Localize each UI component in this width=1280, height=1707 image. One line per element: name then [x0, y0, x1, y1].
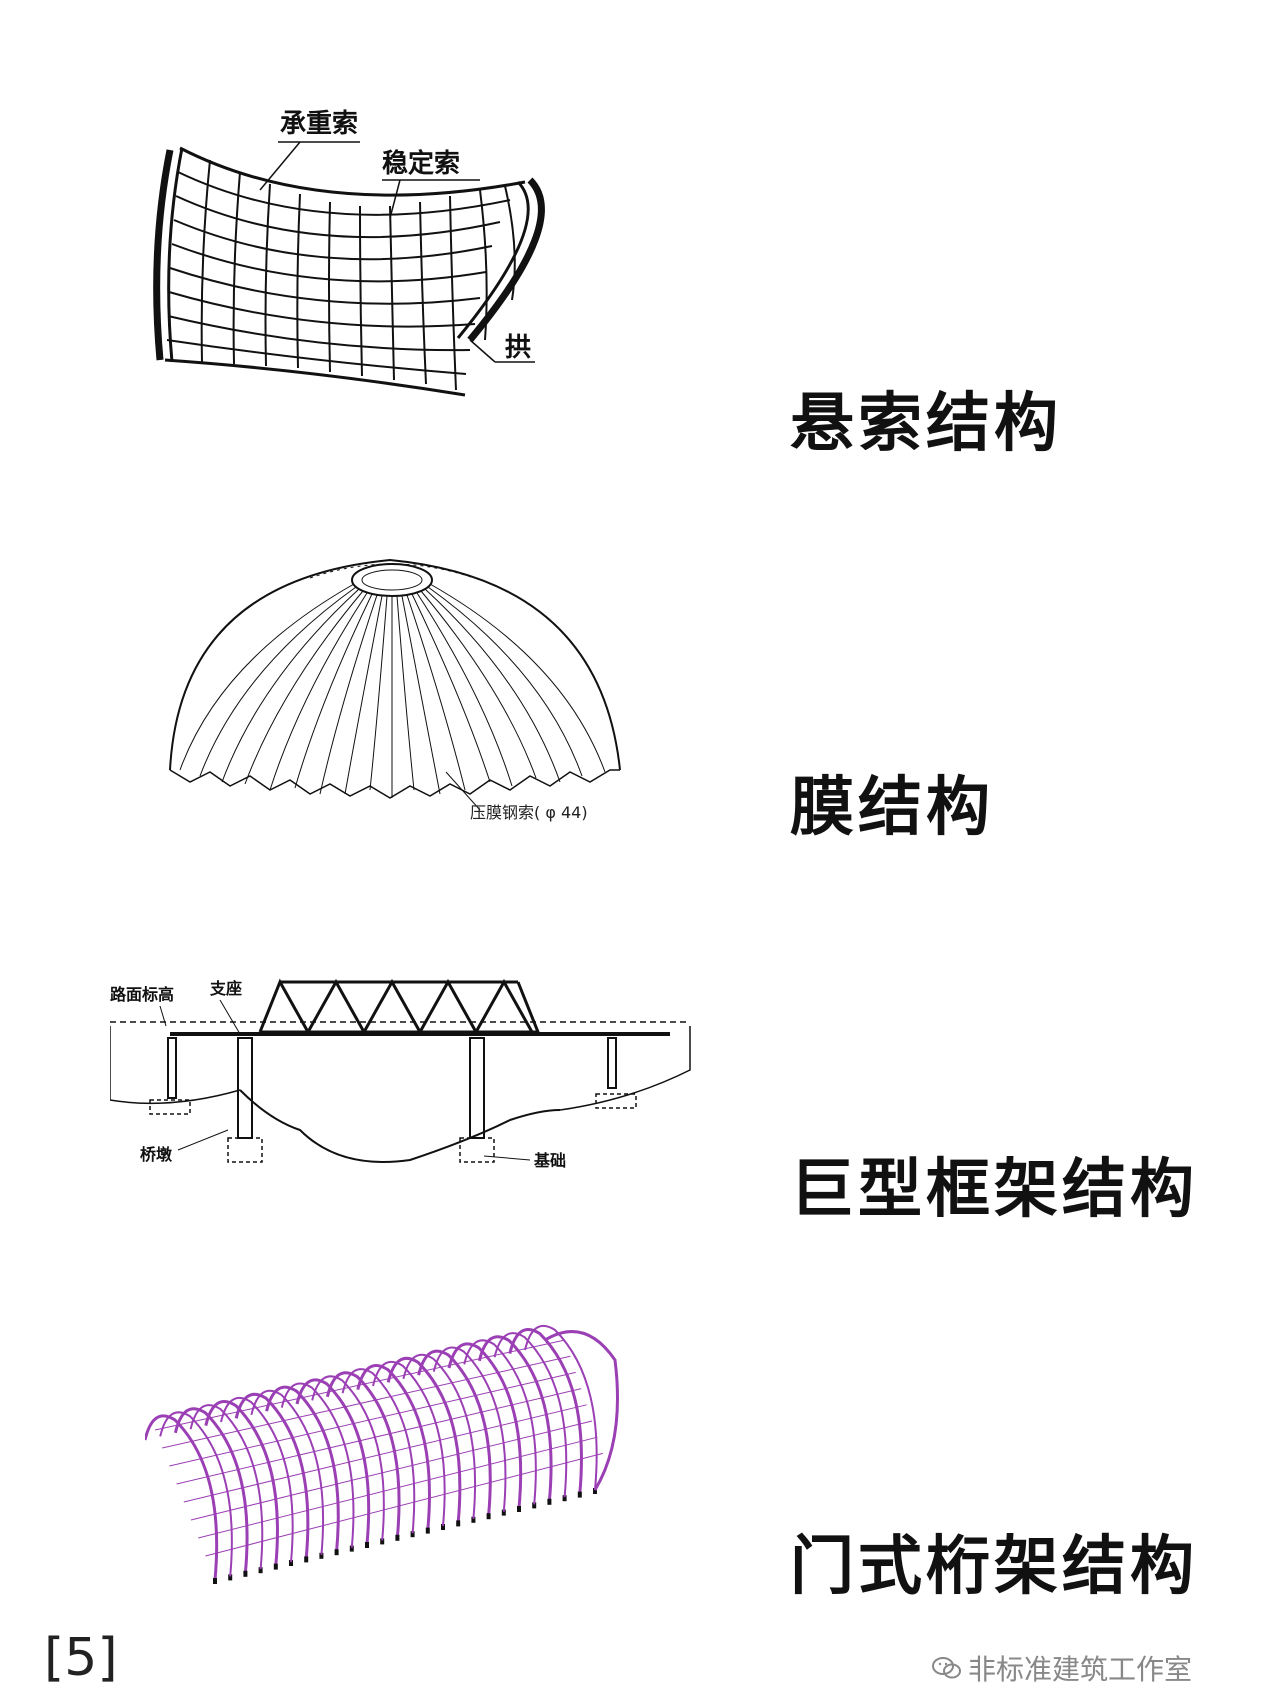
page-number: [5] — [44, 1628, 118, 1688]
truss-foot — [547, 1499, 551, 1505]
truss-foot — [274, 1564, 278, 1570]
watermark-text: 非标准建筑工作室 — [968, 1648, 1192, 1688]
truss-foot — [578, 1492, 582, 1498]
portal-truss-drawing — [145, 1320, 665, 1600]
truss-foot — [213, 1578, 217, 1584]
truss-foot — [335, 1549, 339, 1555]
truss-foot — [487, 1513, 491, 1519]
wechat-icon — [932, 1655, 962, 1681]
truss-purlin — [205, 1453, 602, 1556]
truss-foot — [456, 1520, 460, 1526]
truss-foot — [517, 1506, 521, 1512]
section-portal-truss: 门式桁架结构 — [0, 0, 1280, 1620]
truss-foot — [426, 1528, 430, 1534]
truss-foot — [365, 1542, 369, 1548]
section-title-portal-truss: 门式桁架结构 — [790, 1515, 1198, 1607]
watermark: 非标准建筑工作室 — [932, 1648, 1192, 1688]
truss-foot — [395, 1535, 399, 1541]
truss-foot — [304, 1556, 308, 1562]
truss-foot — [243, 1571, 247, 1577]
